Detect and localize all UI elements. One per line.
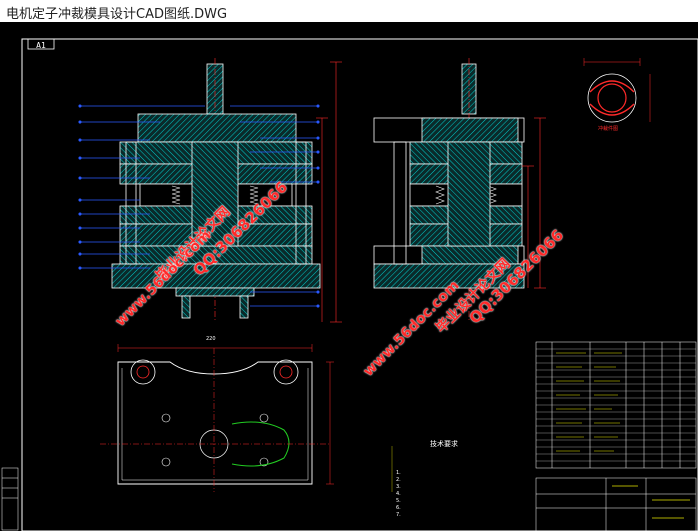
sheet-label: A1 — [36, 41, 46, 50]
plan-view — [100, 344, 334, 492]
tech-note-5: 5. — [396, 498, 401, 504]
tech-note-1: 1. — [396, 470, 401, 476]
title-block — [535, 477, 697, 531]
bom-rows — [536, 348, 696, 462]
front-view — [78, 58, 342, 323]
sheet-label-box — [27, 38, 55, 50]
detail-title: 冲裁件图 — [598, 126, 619, 132]
side-view — [373, 58, 546, 322]
tech-notes-title: 技术要求 — [430, 440, 458, 448]
title-block-fills — [612, 485, 690, 519]
window-title: 电机定子冲裁模具设计CAD图纸.DWG — [6, 7, 228, 22]
tech-note-6: 6. — [396, 505, 401, 511]
tech-note-2: 2. — [396, 477, 401, 483]
bom-fills — [556, 352, 622, 452]
revision-box — [1, 467, 19, 531]
cad-viewport[interactable]: A1 技术要求 1. 2. 3. 4. 5. 6. 7. 冲裁件图 220 QQ… — [0, 22, 698, 531]
tech-note-4: 4. — [396, 491, 401, 497]
tech-note-7: 7. — [396, 512, 401, 518]
dim-plan-width: 220 — [206, 336, 216, 342]
tech-note-3: 3. — [396, 484, 401, 490]
part-detail — [583, 58, 651, 123]
sheet-border — [21, 38, 698, 531]
title-bar: 电机定子冲裁模具设计CAD图纸.DWG — [0, 0, 698, 22]
cad-drawing — [1, 38, 698, 531]
